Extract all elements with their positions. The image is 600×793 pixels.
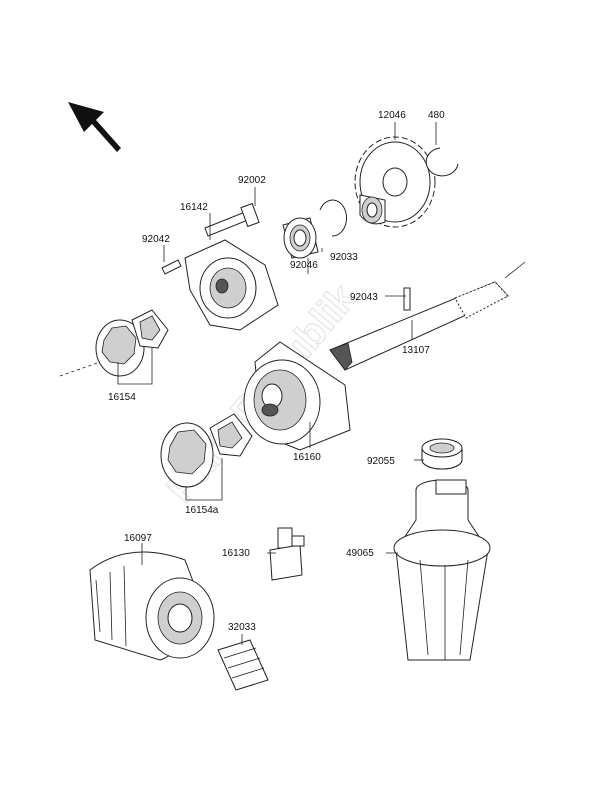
label-92042: 92042 xyxy=(142,234,170,245)
label-92046: 92046 xyxy=(290,260,318,271)
label-13107: 13107 xyxy=(402,345,430,356)
inner-rotor-16154a xyxy=(209,413,253,457)
leader-lines xyxy=(117,122,437,645)
label-12046: 12046 xyxy=(378,110,406,121)
label-16130: 16130 xyxy=(222,548,250,559)
label-92055: 92055 xyxy=(367,456,395,467)
label-16097: 16097 xyxy=(124,533,152,544)
label-32033: 32033 xyxy=(228,622,256,633)
oil-filter-16097 xyxy=(89,551,215,661)
label-480: 480 xyxy=(428,110,445,121)
circlip-92033 xyxy=(319,199,348,237)
inner-rotor-16154 xyxy=(131,309,169,349)
pump-body-16160 xyxy=(243,341,351,451)
bolt-92002 xyxy=(204,202,260,237)
pump-shaft-13107 xyxy=(329,281,509,371)
pin-92042 xyxy=(161,259,182,275)
label-92002: 92002 xyxy=(238,175,266,186)
label-92043: 92043 xyxy=(350,292,378,303)
orientation-arrow-icon xyxy=(68,102,121,152)
outer-rotor-16154 xyxy=(95,319,145,377)
pump-cover-16142 xyxy=(184,239,279,331)
seal-92055 xyxy=(421,438,463,470)
part-labels: 12046 480 92002 16142 92042 92046 92033 … xyxy=(108,110,445,633)
bearing-92046 xyxy=(282,217,319,259)
strainer-49065 xyxy=(393,479,491,661)
label-92033: 92033 xyxy=(330,252,358,263)
pipe-32033 xyxy=(217,639,269,691)
circlip-480 xyxy=(425,147,459,177)
axis-lines xyxy=(59,261,526,377)
fitting-16130 xyxy=(269,527,305,581)
label-16154: 16154 xyxy=(108,392,136,403)
label-49065: 49065 xyxy=(346,548,374,559)
label-16160: 16160 xyxy=(293,452,321,463)
label-16154a: 16154a xyxy=(185,505,219,516)
outer-rotor-16154a xyxy=(160,422,214,488)
sprocket-12046 xyxy=(354,136,436,228)
label-16142: 16142 xyxy=(180,202,208,213)
pin-92043 xyxy=(403,287,411,311)
